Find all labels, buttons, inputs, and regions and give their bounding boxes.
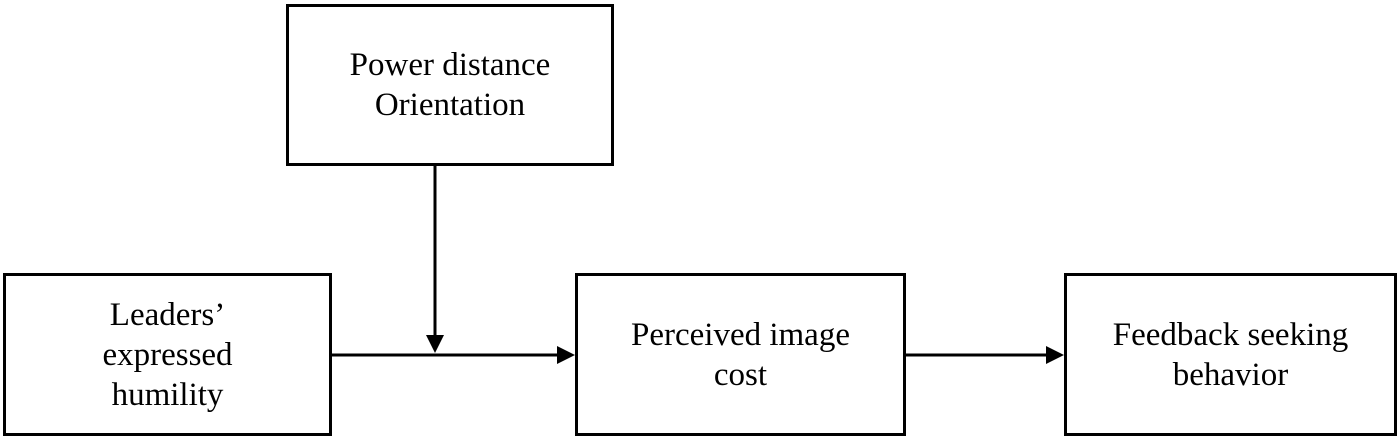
- leaders-humility-line-1: Leaders’: [109, 296, 226, 333]
- image-cost-line-1: Perceived image: [631, 316, 850, 353]
- feedback-seeking-line-2: behavior: [1172, 356, 1289, 393]
- power-distance-line-2: Orientation: [374, 87, 526, 123]
- arrowhead-image-cost: [557, 346, 575, 364]
- image-cost-line-2: cost: [713, 356, 768, 393]
- power-distance-line-1: Power distance: [349, 47, 551, 83]
- arrowhead-moderation: [426, 335, 444, 353]
- leaders-humility-line-3: humility: [111, 376, 224, 413]
- feedback-seeking-behavior-box: Feedback seeking behavior: [1064, 273, 1397, 436]
- power-distance-orientation-box: Power distance Orientation: [286, 4, 614, 166]
- arrowhead-feedback: [1046, 346, 1064, 364]
- leaders-humility-line-2: expressed: [102, 336, 233, 373]
- leaders-expressed-humility-box: Leaders’ expressed humility: [3, 273, 332, 436]
- feedback-seeking-line-1: Feedback seeking: [1112, 316, 1349, 353]
- perceived-image-cost-box: Perceived image cost: [575, 273, 906, 436]
